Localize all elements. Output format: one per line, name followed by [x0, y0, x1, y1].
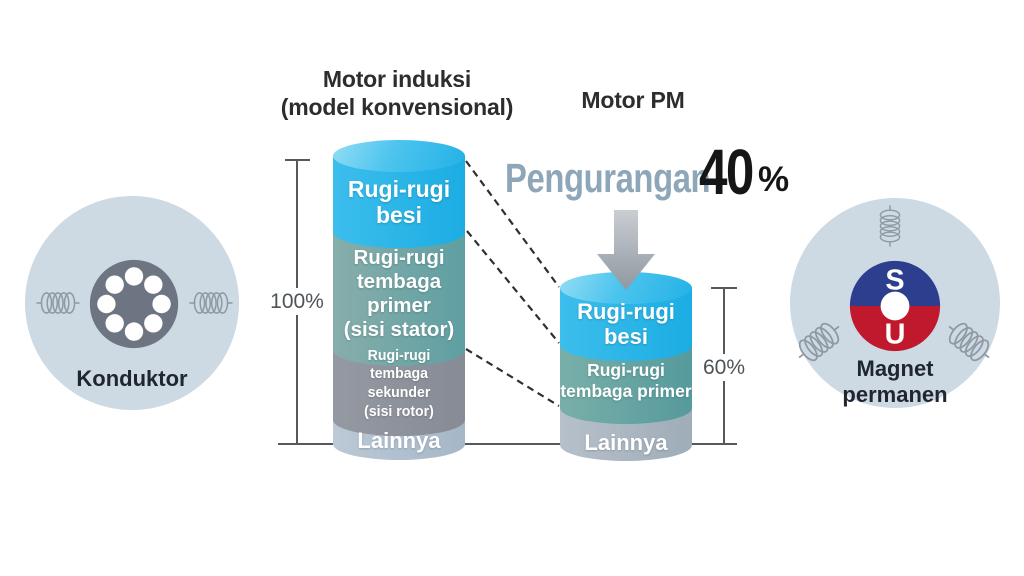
- coil-icon: [948, 322, 990, 362]
- dashed-connector-copper: [465, 348, 560, 407]
- pm-total-label: 60%: [699, 354, 749, 382]
- induction-primary-cap: [333, 334, 465, 366]
- magnet-pole-top-label: S: [885, 265, 904, 297]
- induction-motor-title: Motor induksi (model konvensional): [280, 66, 514, 121]
- reduction-value: 40: [699, 136, 754, 208]
- pm-iron-loss-label: Rugi-rugi besi: [577, 299, 675, 349]
- reduction-down-arrow-icon: [597, 210, 655, 290]
- coil-icon: [879, 205, 901, 247]
- pm-other-label: Lainnya: [584, 430, 668, 455]
- pm-bottom-cap: [560, 429, 692, 461]
- induction-secondary-copper-label: Rugi-rugi tembaga sekunder (sisi rotor): [364, 346, 434, 420]
- induction-iron-cap: [333, 216, 465, 248]
- coil-icon: [189, 292, 233, 314]
- dashed-connector-iron: [466, 230, 560, 344]
- magnet-pole-bottom-label: U: [885, 318, 906, 350]
- permanent-magnet-label: Magnet permanen: [842, 356, 948, 407]
- rotor-conductor-icon: [89, 259, 179, 349]
- induction-total-label: 100%: [268, 288, 326, 316]
- pm-primary-cap: [560, 392, 692, 424]
- induction-primary-copper-label: Rugi-rugi tembaga primer (sisi stator): [343, 246, 455, 341]
- induction-iron-loss-label: Rugi-rugi besi: [347, 176, 451, 228]
- induction-secondary-cap: [333, 404, 465, 436]
- induction-primary-copper-segment: [333, 232, 465, 350]
- pm-motor-title: Motor PM: [581, 87, 685, 113]
- coil-icon: [36, 292, 80, 314]
- conductor-circle: Konduktor: [25, 196, 239, 410]
- pm-motor-cylinder: Rugi-rugi besi Rugi-rugi tembaga primer …: [560, 0, 692, 576]
- coil-icon: [798, 322, 840, 362]
- reduction-unit: %: [758, 160, 790, 199]
- induction-other-label: Lainnya: [357, 428, 441, 453]
- pm-primary-copper-label: Rugi-rugi tembaga primer: [560, 360, 692, 401]
- induction-top-cap: [333, 140, 465, 172]
- permanent-magnet-circle: S U Magnet permanen: [790, 198, 1000, 408]
- conductor-label: Konduktor: [76, 366, 188, 391]
- pm-iron-cap: [560, 329, 692, 361]
- magnet-rotor-icon: S U: [849, 260, 941, 352]
- induction-motor-cylinder: Rugi-rugi besi Rugi-rugi tembaga primer …: [333, 0, 465, 576]
